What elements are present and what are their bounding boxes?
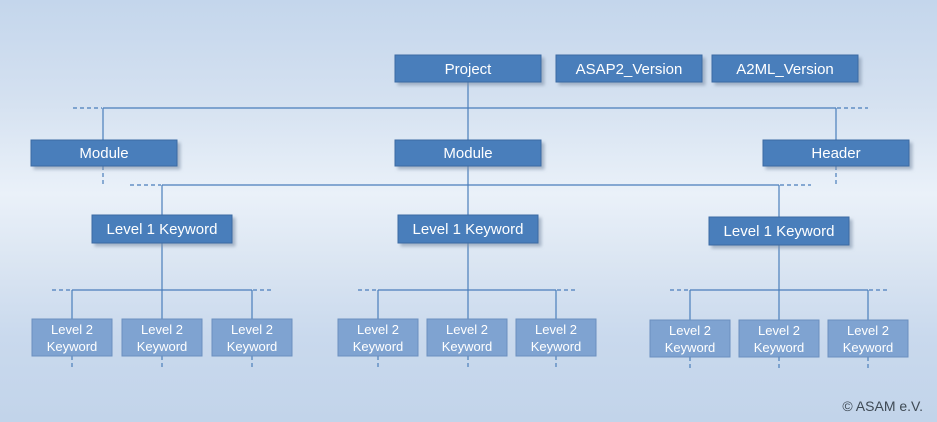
level2-node: Level 2 Keyword bbox=[31, 318, 113, 357]
module-node-left: Module bbox=[30, 139, 178, 167]
level2-label-line1: Level 2 bbox=[847, 323, 889, 338]
level2-node: Level 2 Keyword bbox=[337, 318, 419, 357]
header-node: Header bbox=[762, 139, 910, 167]
level2-label-line1: Level 2 bbox=[535, 322, 577, 337]
level2-label-line2: Keyword bbox=[47, 339, 98, 354]
level2-node: Level 2 Keyword bbox=[649, 319, 731, 358]
level2-node: Level 2 Keyword bbox=[738, 319, 820, 358]
level2-node: Level 2 Keyword bbox=[426, 318, 508, 357]
continuation-dashes bbox=[52, 107, 888, 371]
header-label: Header bbox=[811, 145, 860, 162]
level1-node-center: Level 1 Keyword bbox=[397, 214, 539, 244]
level2-node: Level 2 Keyword bbox=[827, 319, 909, 358]
level2-label-line1: Level 2 bbox=[141, 322, 183, 337]
module-left-label: Module bbox=[79, 145, 128, 162]
level2-label-line2: Keyword bbox=[843, 340, 894, 355]
level2-node: Level 2 Keyword bbox=[515, 318, 597, 357]
level2-label-line2: Keyword bbox=[137, 339, 188, 354]
level2-label-line1: Level 2 bbox=[669, 323, 711, 338]
asap2-version-label: ASAP2_Version bbox=[576, 61, 683, 78]
level2-label-line2: Keyword bbox=[227, 339, 278, 354]
level2-label-line1: Level 2 bbox=[357, 322, 399, 337]
a2ml-version-label: A2ML_Version bbox=[736, 61, 834, 78]
level2-label-line1: Level 2 bbox=[51, 322, 93, 337]
level2-label-line1: Level 2 bbox=[446, 322, 488, 337]
copyright-notice: © ASAM e.V. bbox=[842, 398, 923, 414]
project-node: Project bbox=[394, 54, 542, 83]
level2-label-line1: Level 2 bbox=[758, 323, 800, 338]
level2-node: Level 2 Keyword bbox=[121, 318, 203, 357]
connector-lines bbox=[71, 82, 869, 320]
level2-label-line2: Keyword bbox=[353, 339, 404, 354]
level2-label-line2: Keyword bbox=[531, 339, 582, 354]
asap2-version-node: ASAP2_Version bbox=[555, 54, 703, 83]
level1-center-label: Level 1 Keyword bbox=[413, 221, 524, 238]
project-label: Project bbox=[445, 61, 493, 78]
module-node-center: Module bbox=[394, 139, 542, 167]
level2-label-line2: Keyword bbox=[754, 340, 805, 355]
level1-right-label: Level 1 Keyword bbox=[724, 223, 835, 240]
a2ml-version-node: A2ML_Version bbox=[711, 54, 859, 83]
level1-node-right: Level 1 Keyword bbox=[708, 216, 850, 246]
module-center-label: Module bbox=[443, 145, 492, 162]
level2-label-line2: Keyword bbox=[442, 339, 493, 354]
level1-left-label: Level 1 Keyword bbox=[107, 221, 218, 238]
level1-node-left: Level 1 Keyword bbox=[91, 214, 233, 244]
level2-label-line1: Level 2 bbox=[231, 322, 273, 337]
level2-label-line2: Keyword bbox=[665, 340, 716, 355]
level2-node: Level 2 Keyword bbox=[211, 318, 293, 357]
